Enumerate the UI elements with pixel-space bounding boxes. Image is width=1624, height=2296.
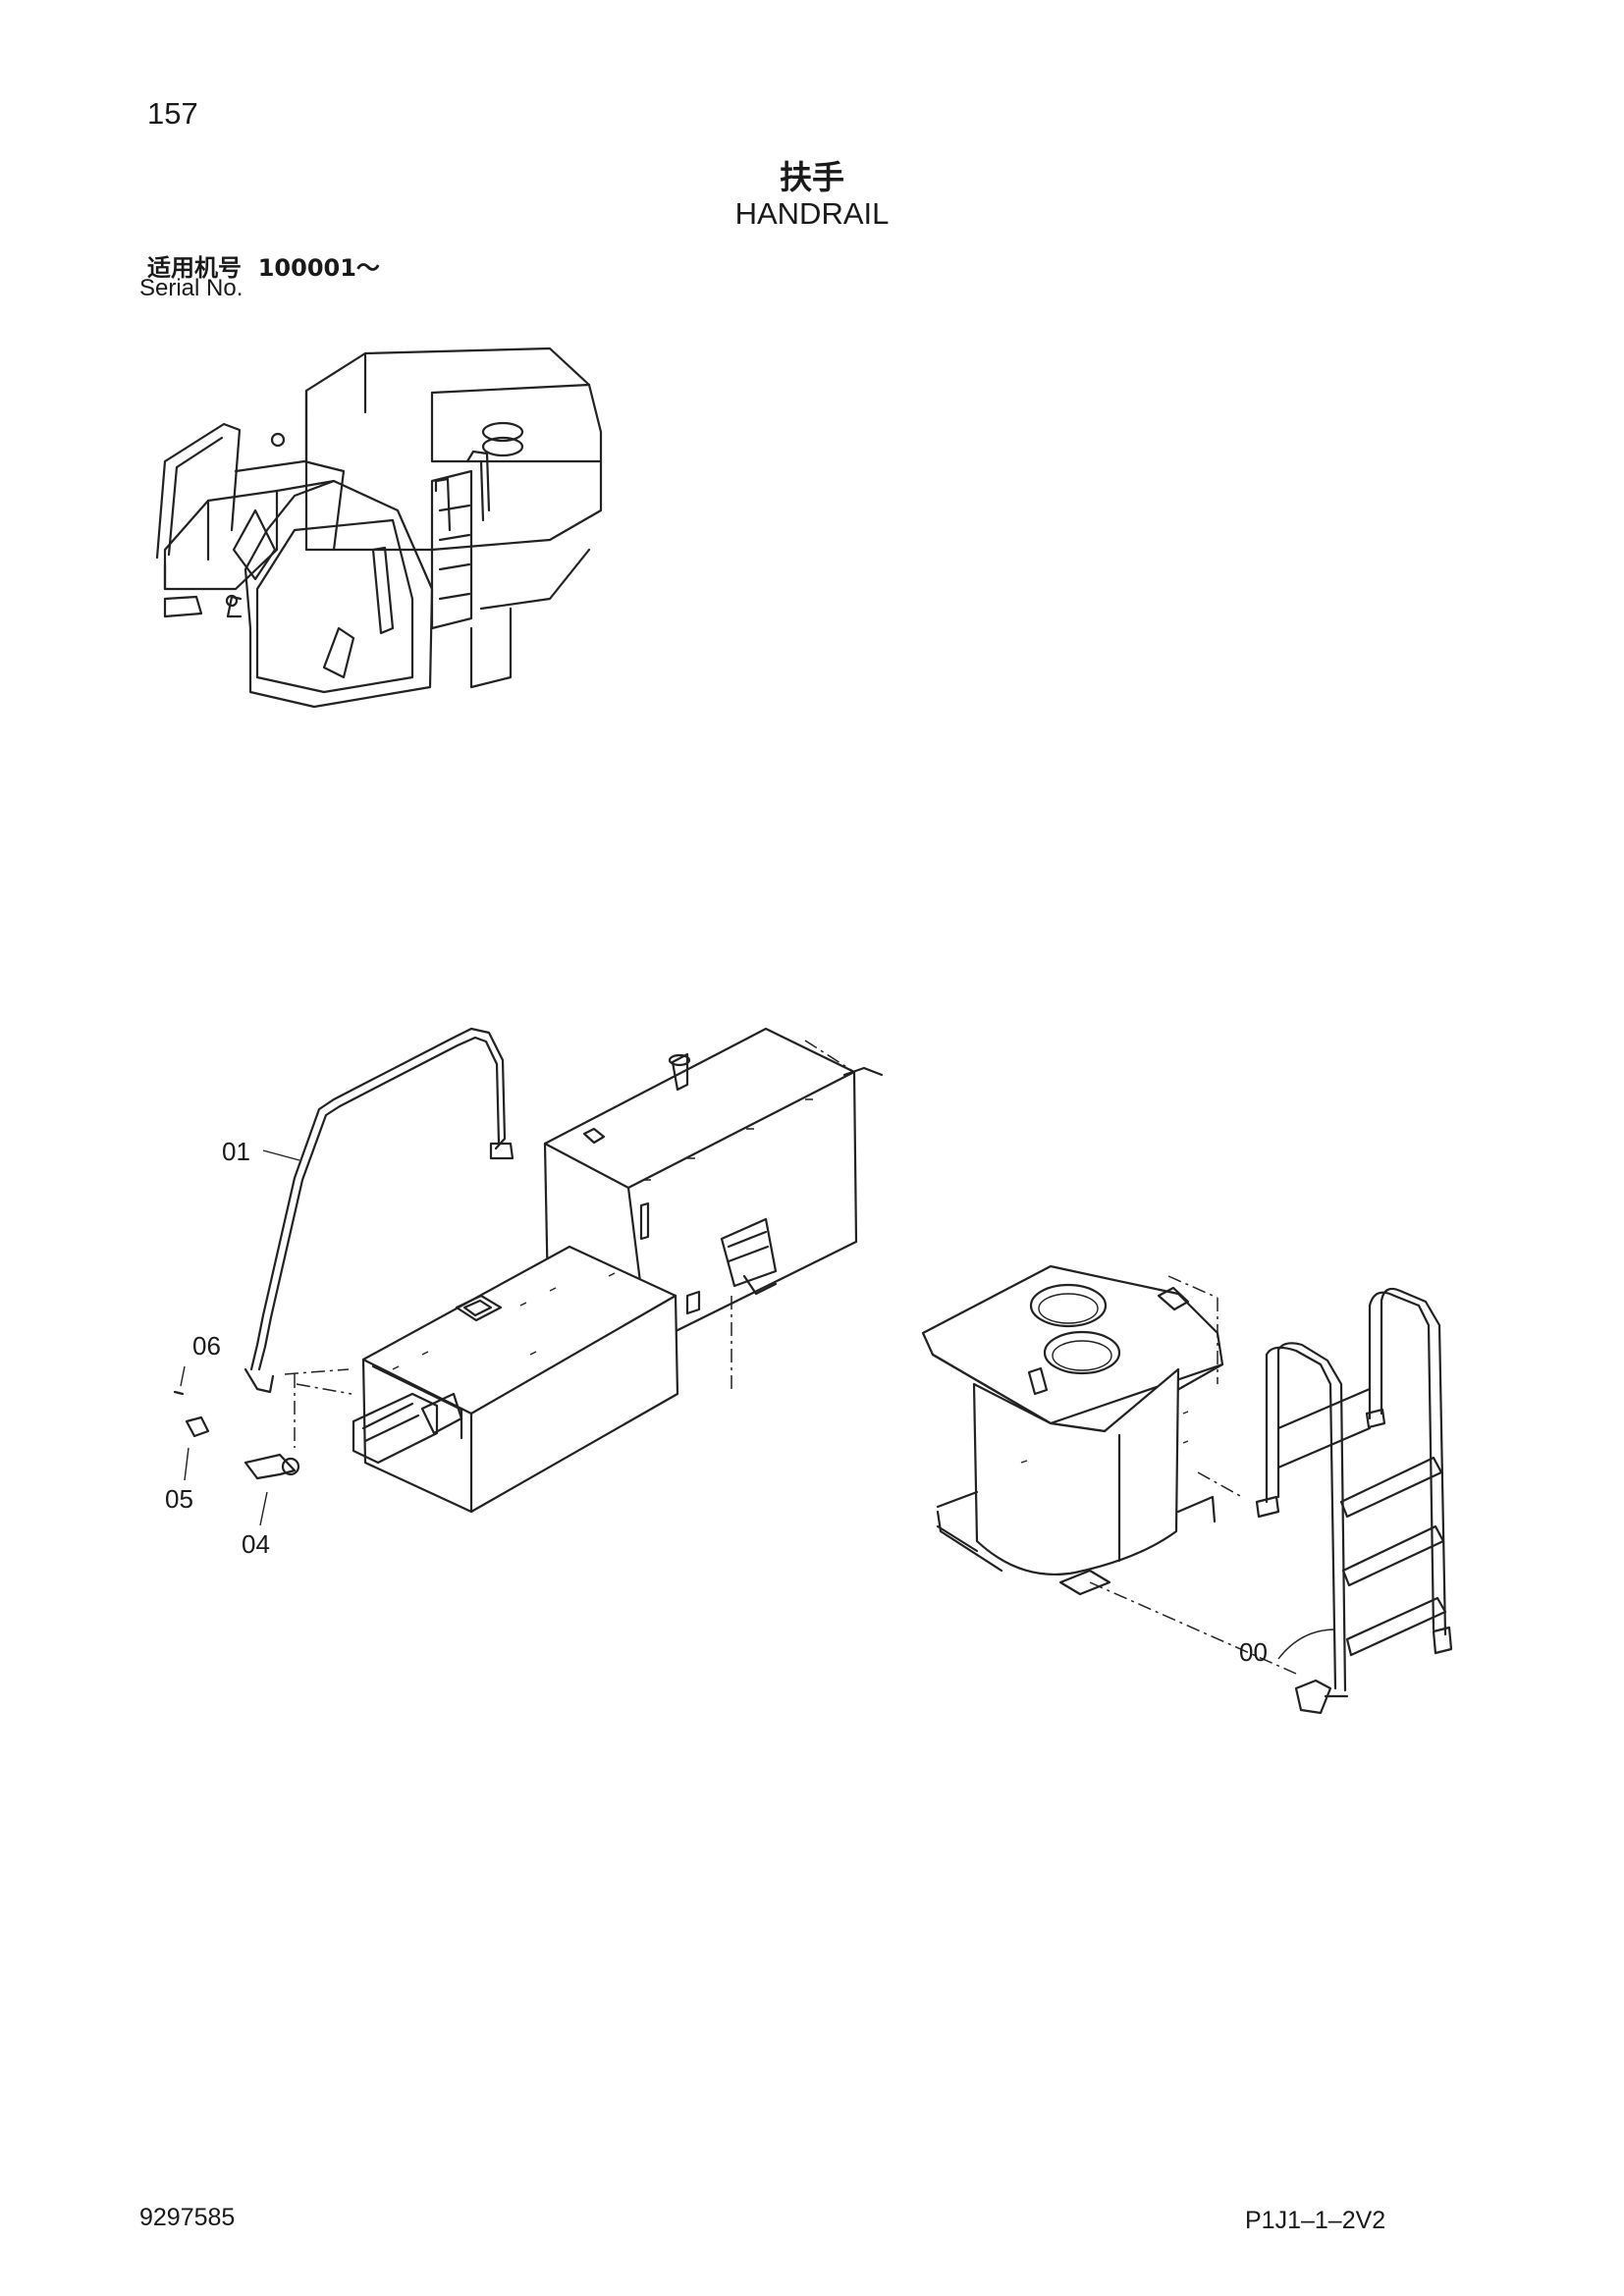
page-number: 157	[147, 96, 198, 131]
serial-label-english: Serial No.	[139, 275, 244, 301]
serial-applicability: 适用机号 100001～	[147, 248, 380, 283]
callout-06: 06	[192, 1331, 221, 1361]
callout-00: 00	[1239, 1637, 1268, 1667]
illustration-code: P1J1–1–2V2	[1245, 2207, 1386, 2234]
serial-label-chinese: 适用机号	[147, 254, 242, 282]
handrail-assembly-right	[921, 1264, 1453, 1715]
handrail-assembly-left	[173, 1027, 884, 1526]
callout-05: 05	[165, 1484, 193, 1514]
document-number: 9297585	[139, 2204, 236, 2231]
serial-range: 100001～	[257, 254, 380, 282]
machine-overview-illustration	[155, 347, 603, 709]
page-title-english: HANDRAIL	[734, 196, 890, 231]
callout-04: 04	[242, 1529, 270, 1559]
page-title-chinese: 扶手	[780, 158, 844, 196]
callout-01: 01	[222, 1137, 250, 1166]
